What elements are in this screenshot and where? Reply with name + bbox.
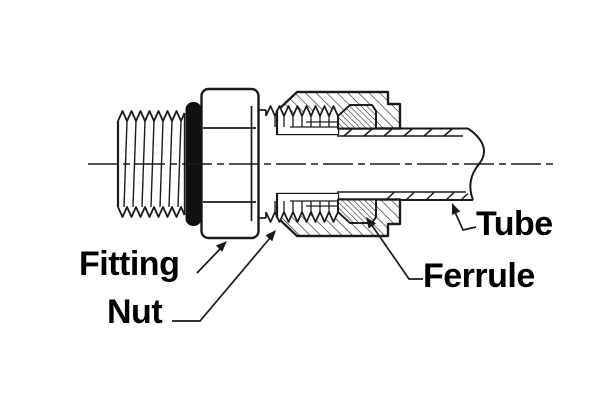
label-ferrule: Ferrule: [423, 257, 535, 295]
leader-tube: [451, 203, 477, 231]
leader-ferrule: [366, 217, 423, 280]
label-tube: Tube: [476, 205, 553, 243]
leader-fitting: [196, 241, 227, 274]
label-nut: Nut: [107, 293, 163, 331]
leader-arrowhead: [265, 230, 276, 242]
label-fitting: Fitting: [79, 245, 180, 283]
ferrule-top: [337, 104, 377, 130]
leaders: [172, 203, 477, 322]
fitting-nose-threads: [258, 105, 339, 223]
tube-wall-ticks-top: [343, 128, 453, 137]
leader-arrowhead: [216, 241, 227, 252]
leader-nut: [172, 230, 276, 322]
leader-arrowhead: [366, 217, 376, 229]
ferrule-bottom: [337, 198, 377, 224]
leader-arrowhead: [451, 203, 461, 215]
